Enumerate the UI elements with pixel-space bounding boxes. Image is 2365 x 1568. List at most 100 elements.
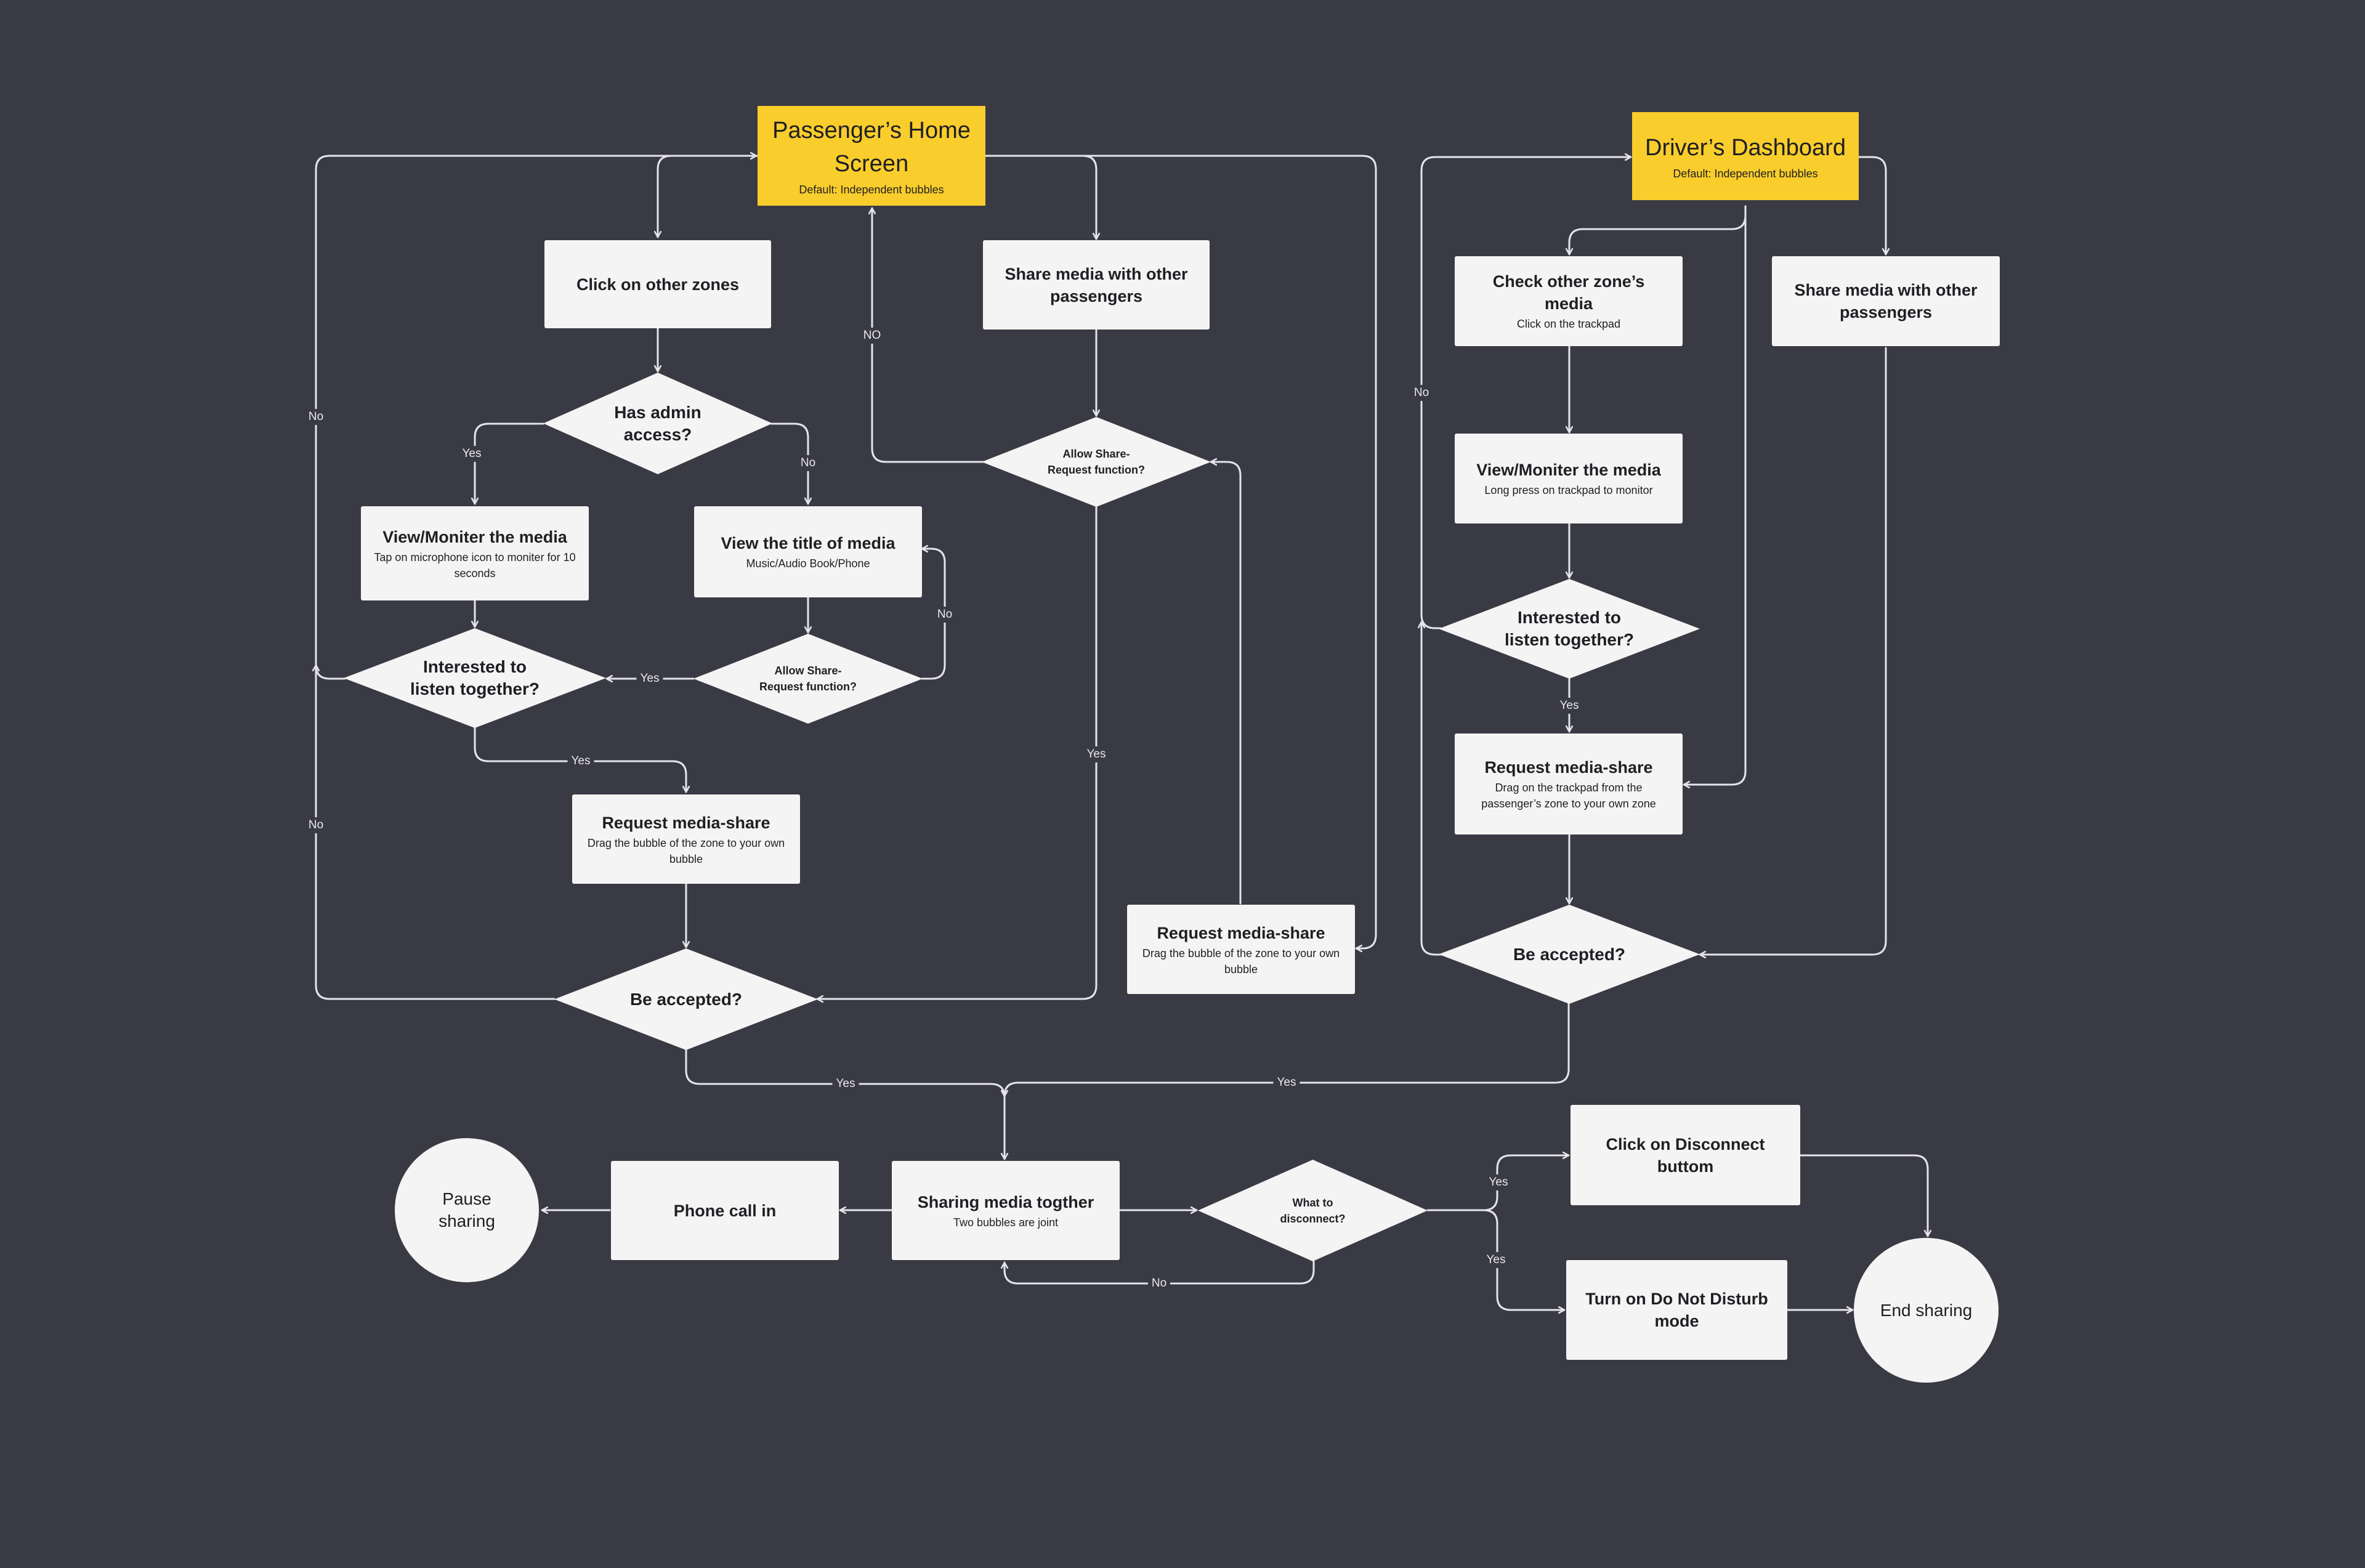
share-media-passenger-node: Share media with other passengers [983,240,1210,329]
pause-sharing-terminal: Pause sharing [395,1138,539,1282]
node-subtitle: Click on the trackpad [1516,318,1621,330]
node-title: Turn on Do Not Disturb mode [1585,1290,1768,1330]
end-sharing-terminal: End sharing [1854,1238,1999,1383]
node-title: Sharing media togther [917,1192,1094,1211]
node-subtitle: Drag on the trackpad from the passenger’… [1481,782,1656,810]
node-title: Request media-share [1157,923,1325,942]
node-subtitle: Two bubbles are joint [953,1216,1059,1229]
node-subtitle: Default: Independent bubbles [1673,167,1818,180]
label-yes-allow-top: Yes [1083,746,1110,762]
decision-label: Allow Share-Request function? [759,665,857,693]
do-not-disturb-node: Turn on Do Not Disturb mode [1566,1260,1787,1360]
edge-accepted-p-yes [685,1049,1005,1160]
node-title: Request media-share [602,813,770,832]
node-title: Driver’s Dashboard [1645,134,1846,161]
request-media-share-right-node: Request media-share Drag the bubble of t… [1127,905,1355,994]
label-no-allow-top: NO [859,328,885,344]
label-no-allow-mid: No [933,607,956,623]
decision-label: Interested to listen together? [1504,608,1634,649]
label-yes-what-upper: Yes [1485,1174,1512,1190]
click-disconnect-node: Click on Disconnect buttom [1571,1105,1800,1205]
be-accepted-driver-decision: Be accepted? [1439,905,1700,1004]
edge-driver-to-request [1683,205,1747,785]
label-yes-accepted-d: Yes [1273,1075,1300,1091]
node-title: Request media-share [1484,758,1653,777]
edge-request-right-up [1210,462,1242,905]
label-yes-what-lower: Yes [1482,1252,1510,1268]
request-media-share-passenger-node: Request media-share Drag the bubble of t… [572,794,800,884]
label-no-what: No [1147,1275,1171,1291]
label-yes-interested-d: Yes [1556,698,1583,714]
has-admin-access-decision: Has admin access? [543,373,772,474]
label-no-driver: No [1410,385,1433,401]
edge-loop-no [315,156,758,1000]
node-title: View the title of media [721,534,895,552]
edge-interested-no [316,664,346,680]
allow-share-request-top-decision: Allow Share-Request function? [982,417,1211,507]
view-monitor-driver-node: View/Moniter the media Long press on tra… [1455,434,1683,523]
decision-label: Has admin access? [614,402,701,444]
edge-what-yes-dnd [1482,1209,1566,1310]
node-title: Click on other zones [576,275,740,294]
check-zone-media-driver-node: Check other zone’s media Click on the tr… [1455,256,1683,346]
be-accepted-passenger-decision: Be accepted? [554,948,818,1050]
node-subtitle: Music/Audio Book/Phone [746,557,870,570]
terminal-label: Pause sharing [439,1189,495,1231]
edge-click-to-end [1799,1154,1928,1237]
edge-share-d-to-accepted [1699,347,1887,955]
label-yes-accepted-p: Yes [832,1076,859,1092]
node-title: Click on Disconnect buttom [1606,1134,1765,1176]
edge-accepted-d-yes [1005,1003,1570,1097]
edge-driver-to-share [1858,156,1886,256]
edge-driver-loop-no [1420,157,1632,629]
edge-driver-to-check [1569,205,1747,256]
edge-home-to-share [984,155,1096,240]
edge-accepted-d-no [1421,621,1442,956]
edge-admin-no [770,422,808,505]
node-subtitle: Long press on trackpad to monitor [1484,484,1653,496]
node-subtitle: Drag the bubble of the zone to your own … [1142,947,1340,976]
node-subtitle: Default: Independent bubbles [799,184,944,196]
label-yes-allow-mid: Yes [636,671,663,687]
interested-passenger-decision: Interested to listen together? [344,628,606,728]
sharing-media-together-node: Sharing media togther Two bubbles are jo… [892,1161,1120,1260]
label-no-admin: No [796,455,820,471]
node-title: Share media with other passengers [1794,281,1978,321]
passenger-home-screen-node: Passenger’s Home Screen Default: Indepen… [758,106,985,206]
request-media-share-driver-node: Request media-share Drag on the trackpad… [1455,733,1683,835]
node-subtitle: Tap on microphone icon to moniter for 10… [374,551,576,580]
label-yes-admin: Yes [458,446,485,462]
terminal-label: End sharing [1880,1300,1973,1320]
edge-home-to-request-right [984,155,1377,948]
node-title: Passenger’s Home Screen [772,118,971,177]
view-monitor-passenger-node: View/Moniter the media Tap on microphone… [361,506,589,600]
decision-label: Allow Share-Request function? [1048,448,1145,476]
decision-label: Be accepted? [629,989,743,1009]
label-no-left-lower: No [304,817,328,833]
node-title: Check other zone’s media [1492,272,1645,313]
decision-label: Interested to listen together? [410,657,540,698]
share-media-driver-node: Share media with other passengers [1772,256,2000,346]
phone-call-in-node: Phone call in [611,1161,839,1260]
label-yes-interested-p: Yes [567,753,594,769]
node-title: Phone call in [673,1201,777,1220]
view-title-media-node: View the title of media Music/Audio Book… [694,506,922,597]
edge-admin-yes [475,422,544,505]
node-title: Share media with other passengers [1005,264,1188,305]
decision-label: Be accepted? [1513,944,1626,964]
node-title: View/Moniter the media [382,527,567,546]
edge-allow-top-no [872,207,984,463]
interested-driver-decision: Interested to listen together? [1439,579,1700,679]
edge-allow-top-yes [816,506,1098,999]
label-no-left-upper: No [304,409,328,425]
node-subtitle: Drag the bubble of the zone to your own … [587,836,785,865]
node-title: View/Moniter the media [1476,461,1661,479]
allow-share-request-mid-decision: Allow Share-Request function? [693,634,923,724]
driver-dashboard-node: Driver’s Dashboard Default: Independent … [1632,112,1859,200]
click-other-zones-node: Click on other zones [544,240,771,328]
what-to-disconnect-decision: What to disconnect? [1198,1160,1428,1261]
edge-home-to-click [658,155,759,238]
decision-label: What to disconnect? [1280,1196,1346,1225]
